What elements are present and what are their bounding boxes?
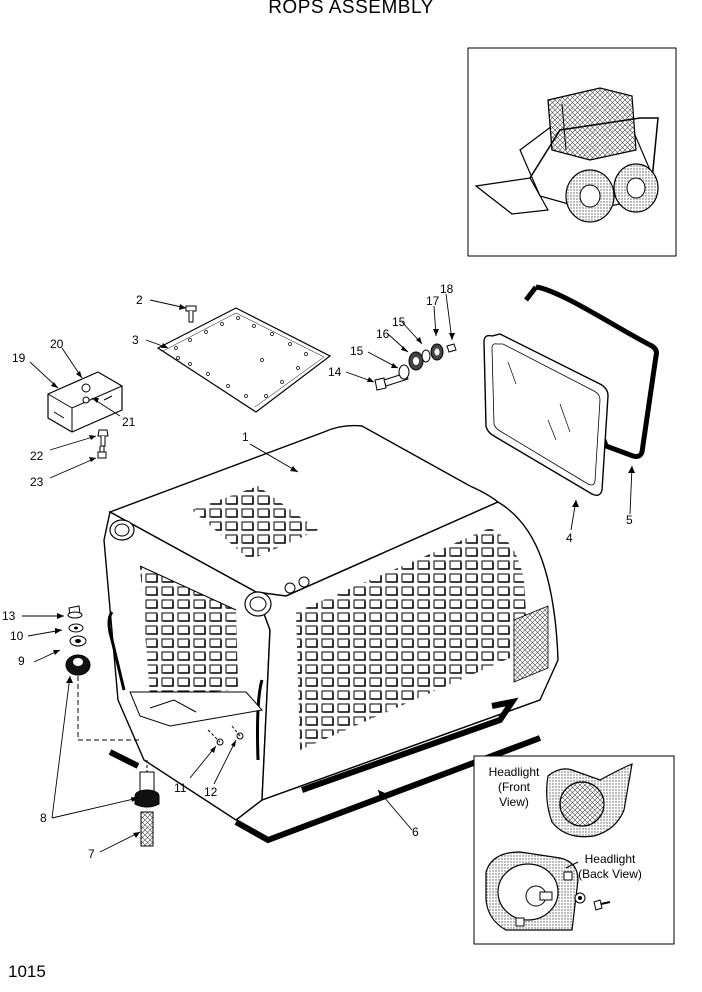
callout-2: 2 <box>136 293 143 307</box>
front-view-caption-2: (Front <box>498 780 531 794</box>
front-view-caption-1: Headlight <box>489 765 540 779</box>
bolt-23 <box>97 446 107 459</box>
callout-labels: 1 2 3 4 5 6 7 8 9 10 11 12 13 14 15 15 1… <box>2 282 633 861</box>
front-view-caption-3: View) <box>499 795 529 809</box>
nut-22 <box>97 429 109 447</box>
headlight-detail-inset: Headlight (Front View) Headlight (Back V… <box>473 755 675 945</box>
callout-15a: 15 <box>350 344 364 358</box>
rear-window-glass <box>483 333 609 497</box>
callout-19: 19 <box>12 351 26 365</box>
callout-21: 21 <box>122 415 136 429</box>
callout-10: 10 <box>10 629 24 643</box>
callout-22: 22 <box>30 449 44 463</box>
callout-16: 16 <box>376 327 390 341</box>
top-cover-plate <box>156 307 332 413</box>
back-view-caption-2: (Back View) <box>578 867 642 881</box>
isolator-mount-stack <box>65 605 160 847</box>
callout-5: 5 <box>626 513 633 527</box>
rear-window-seal <box>524 284 659 459</box>
clip-fasteners <box>207 725 244 746</box>
bolt-2 <box>185 305 197 323</box>
callout-9: 9 <box>18 654 25 668</box>
callout-23: 23 <box>30 475 44 489</box>
callout-6: 6 <box>412 825 419 839</box>
skid-steer-loader-inset <box>467 47 677 257</box>
callout-7: 7 <box>88 847 95 861</box>
callout-1: 1 <box>242 430 249 444</box>
page-title: ROPS ASSEMBLY <box>268 0 434 18</box>
callout-14: 14 <box>328 365 342 379</box>
leader-arrows <box>51 304 635 838</box>
callout-18: 18 <box>440 282 454 296</box>
back-view-caption-1: Headlight <box>585 852 636 866</box>
callout-15b: 15 <box>392 315 406 329</box>
bolt-stack <box>374 343 457 391</box>
callout-4: 4 <box>566 531 573 545</box>
floor-seal-strips <box>108 697 542 844</box>
headlight-housing <box>47 371 123 433</box>
callout-20: 20 <box>50 337 64 351</box>
page-number: 1015 <box>8 962 46 981</box>
callout-12: 12 <box>204 785 218 799</box>
rops-cab-frame <box>103 424 559 821</box>
leader-lines <box>22 293 633 853</box>
callout-17: 17 <box>426 294 440 308</box>
callout-11: 11 <box>174 781 187 795</box>
callout-8: 8 <box>40 811 47 825</box>
callout-13: 13 <box>2 609 16 623</box>
callout-3: 3 <box>132 333 139 347</box>
